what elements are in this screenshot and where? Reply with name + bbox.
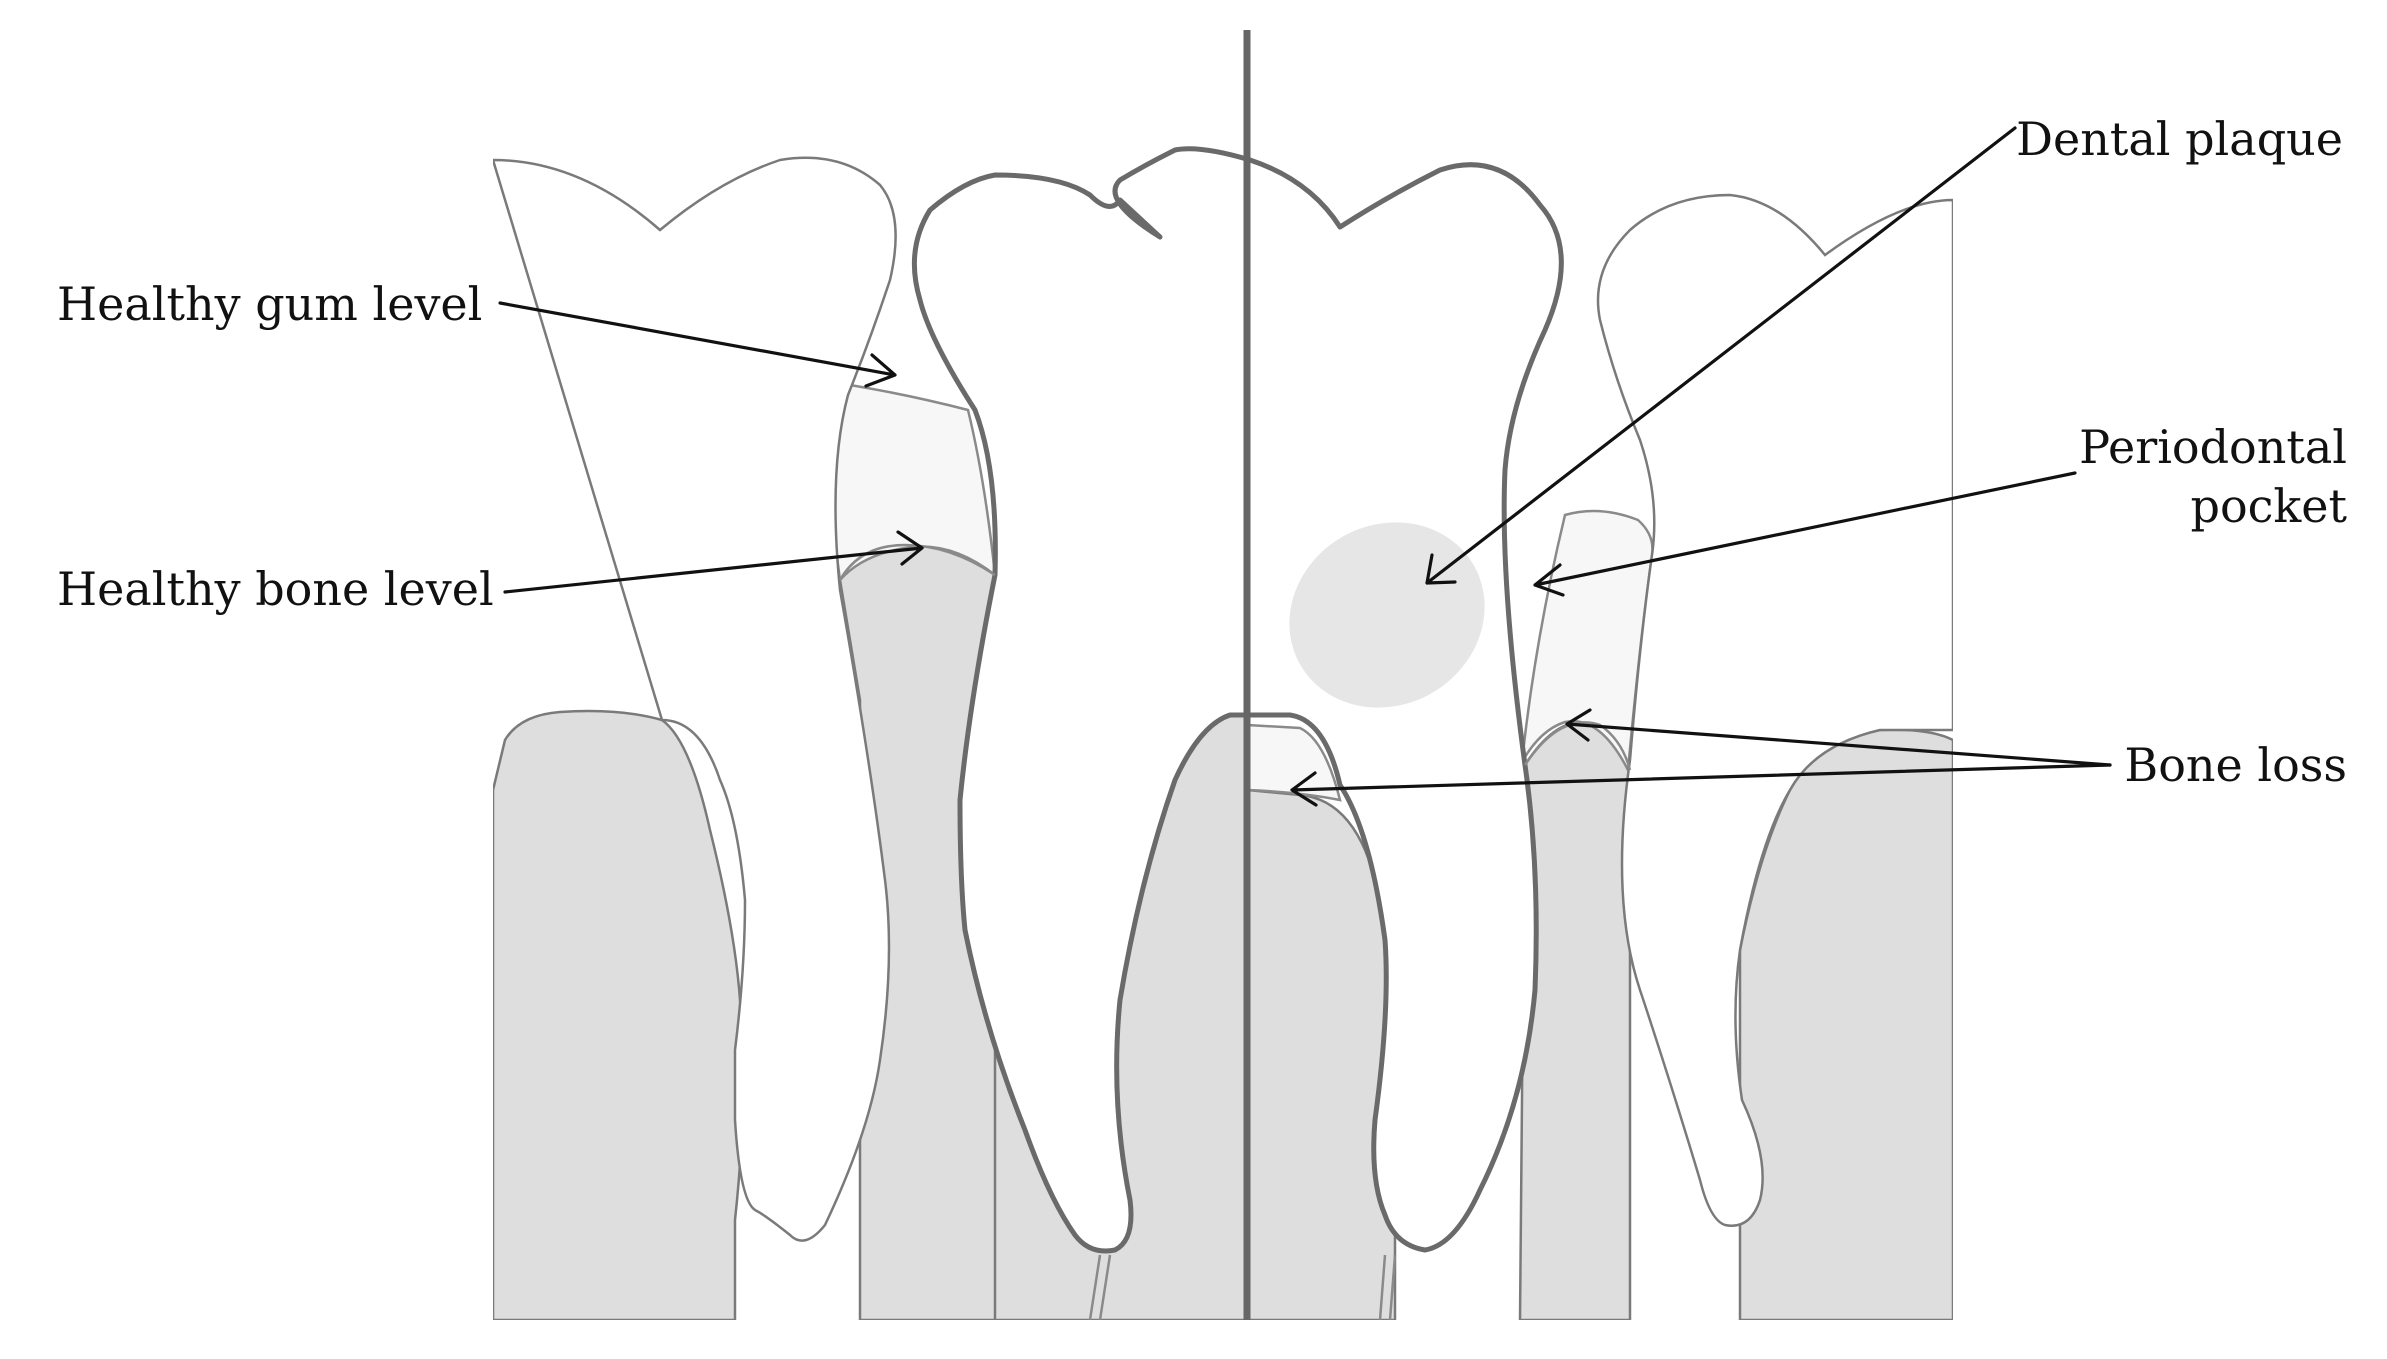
label-bone-loss: Bone loss bbox=[2124, 738, 2347, 792]
label-periodontal-line2: pocket bbox=[2191, 479, 2348, 533]
illustration bbox=[493, 30, 1953, 1320]
arrow-dental-plaque bbox=[1425, 126, 2017, 585]
arrow-bone-loss-right bbox=[1565, 708, 2112, 767]
arrow-healthy-gum bbox=[498, 301, 897, 388]
label-healthy-bone: Healthy bone level bbox=[57, 562, 494, 616]
left-neighbor-tooth bbox=[493, 156, 897, 1242]
dental-plaque-area bbox=[1289, 522, 1485, 708]
arrow-bone-loss-center bbox=[1290, 763, 2112, 807]
right-neighbor-tooth bbox=[1596, 193, 1953, 1227]
jaw-bone-left bbox=[493, 709, 745, 1320]
gum-center-right bbox=[1245, 723, 1342, 802]
arrow-periodontal-pocket bbox=[1533, 471, 2077, 597]
jaw-bone-interdental-right bbox=[1518, 720, 1632, 1320]
label-dental-plaque: Dental plaque bbox=[2016, 112, 2343, 166]
healthy-bone-crest bbox=[838, 543, 996, 581]
annotation-arrows bbox=[498, 126, 2112, 807]
label-periodontal-line1: Periodontal bbox=[2079, 420, 2347, 474]
root-canal-left bbox=[1088, 1254, 1112, 1320]
arrow-healthy-bone bbox=[503, 530, 924, 594]
label-healthy-gum: Healthy gum level bbox=[57, 277, 482, 331]
root-canal-right bbox=[1378, 1254, 1397, 1320]
central-molar bbox=[911, 146, 1564, 1254]
